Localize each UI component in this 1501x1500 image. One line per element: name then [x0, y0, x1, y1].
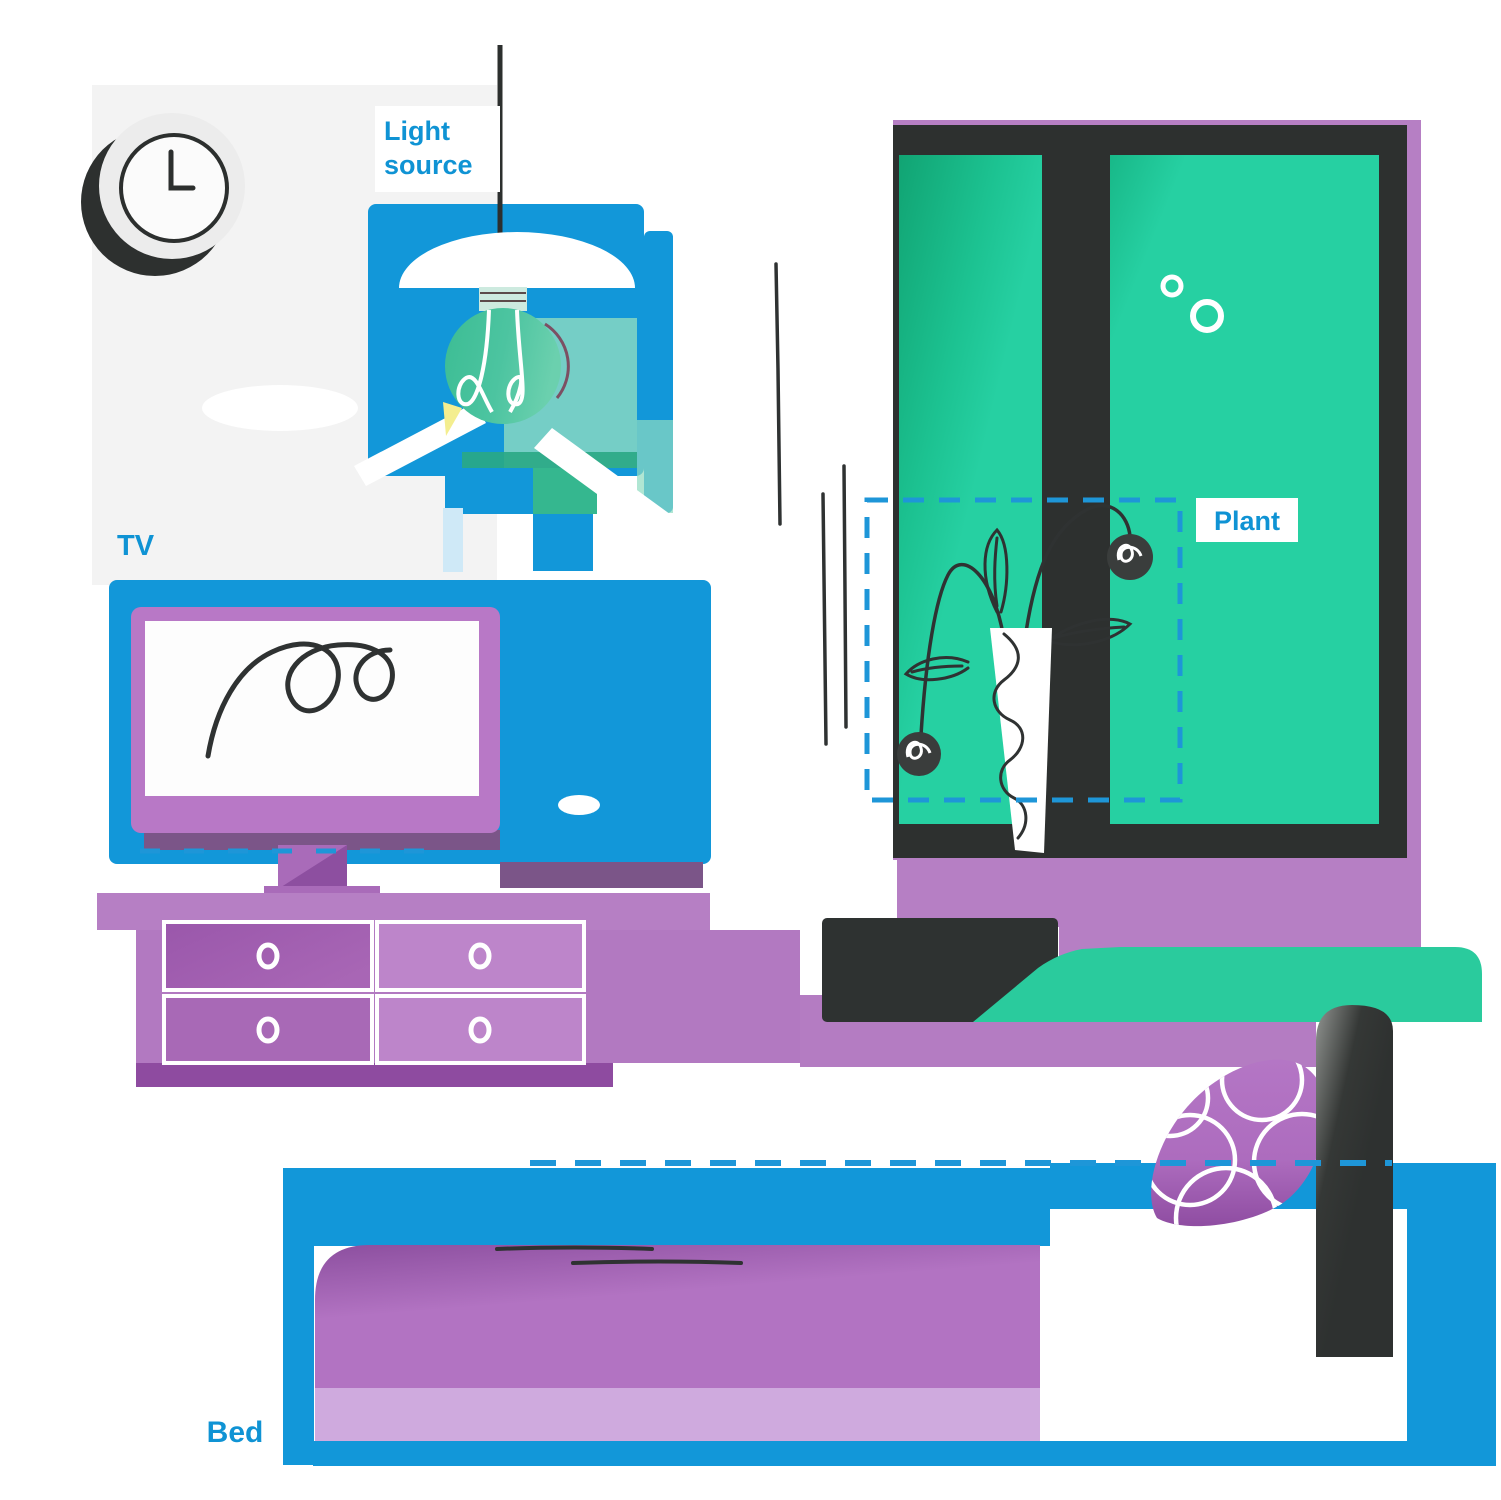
light-source-label-line1: Light: [384, 116, 450, 146]
drawer-top-right: [375, 920, 586, 992]
window-bubble-large: [1190, 299, 1224, 333]
window-scene: [800, 120, 1482, 1067]
headboard: [1316, 1005, 1393, 1357]
tv-screen-scribble: [205, 641, 395, 759]
drawer-knob: [468, 942, 492, 970]
tv-shadow-bar-left: [144, 830, 500, 850]
lamp-yellow-wedge: [443, 402, 462, 436]
plant-leaf-left: [903, 656, 970, 682]
plant-leaf-right: [1046, 617, 1133, 647]
light-source-label-line2: source: [384, 150, 473, 180]
purple-wall-low-left: [897, 850, 1059, 927]
bulb-threads: [480, 292, 526, 302]
clock-hands: [168, 149, 196, 191]
plant-flower-left: [897, 732, 941, 776]
drawer-knob: [468, 1016, 492, 1044]
light-beam-right: [534, 428, 700, 556]
bulb-neck: [479, 287, 527, 311]
pillow: [1151, 1059, 1326, 1227]
scribble-strokes: [774, 262, 848, 746]
tv-shadow-bar-right: [500, 862, 703, 888]
drawer-knob: [256, 942, 280, 970]
drawer-bottom-left: [162, 994, 374, 1065]
tv-stand-base: [264, 886, 380, 896]
bench: [822, 918, 1058, 1022]
plant-annotation: Plant: [864, 497, 1298, 803]
scribble-line-2: [821, 492, 828, 746]
tv-group: TV: [109, 530, 711, 896]
lamp-pale-strip: [443, 508, 463, 572]
bed-highlight-top-left: [283, 1168, 1050, 1246]
light-bulb: [445, 308, 561, 424]
scribble-line-3: [842, 464, 848, 729]
bed-label: Bed: [207, 1416, 264, 1449]
bed-sheet-strip: [315, 1388, 1040, 1441]
tv-label: TV: [117, 530, 155, 562]
tv-stand-neck-shade: [278, 845, 347, 889]
window-pane-right: [1110, 155, 1379, 824]
plant-stem-right: [1024, 503, 1132, 634]
bed-highlight-right: [1407, 1163, 1496, 1465]
scribble-line-1: [774, 262, 782, 526]
plant-label-box: [1196, 498, 1298, 542]
bed-group: Bed: [190, 1005, 1496, 1466]
plant-flower-right: [1107, 534, 1153, 580]
drawer-top-left: [162, 920, 374, 992]
tv-highlight-blob: [558, 795, 600, 815]
bed-highlight-left: [283, 1168, 314, 1465]
bulb-reflection: [544, 322, 570, 399]
dresser-base-strip: [136, 1063, 613, 1087]
lamp-highlight-low-left: [445, 476, 533, 514]
blanket-scribble-1: [495, 1245, 654, 1251]
drawer-knob: [256, 1016, 280, 1044]
green-rug: [973, 947, 1482, 1022]
blanket-scribble-2: [571, 1259, 743, 1265]
dresser: [97, 893, 800, 1087]
plant-bounding-box: [864, 497, 1183, 803]
bed-highlight-bottom: [313, 1441, 1496, 1466]
light-source-label-box: [375, 106, 500, 192]
bulb-filament: [456, 309, 525, 414]
vase: [990, 628, 1052, 853]
white-blob: [202, 385, 358, 431]
plant-label: Plant: [1214, 506, 1280, 536]
window-bubble-small: [1160, 274, 1184, 298]
plant-illustration: [897, 503, 1153, 853]
lamp-shade: [399, 232, 635, 288]
bed-label-box: [190, 1398, 280, 1464]
lamp-group: Light source: [354, 45, 700, 572]
drawer-bottom-right: [375, 994, 586, 1065]
wall-clock-icon: [81, 113, 245, 276]
plant-leaf-up: [983, 527, 1009, 614]
bed-blanket: [315, 1245, 1040, 1388]
